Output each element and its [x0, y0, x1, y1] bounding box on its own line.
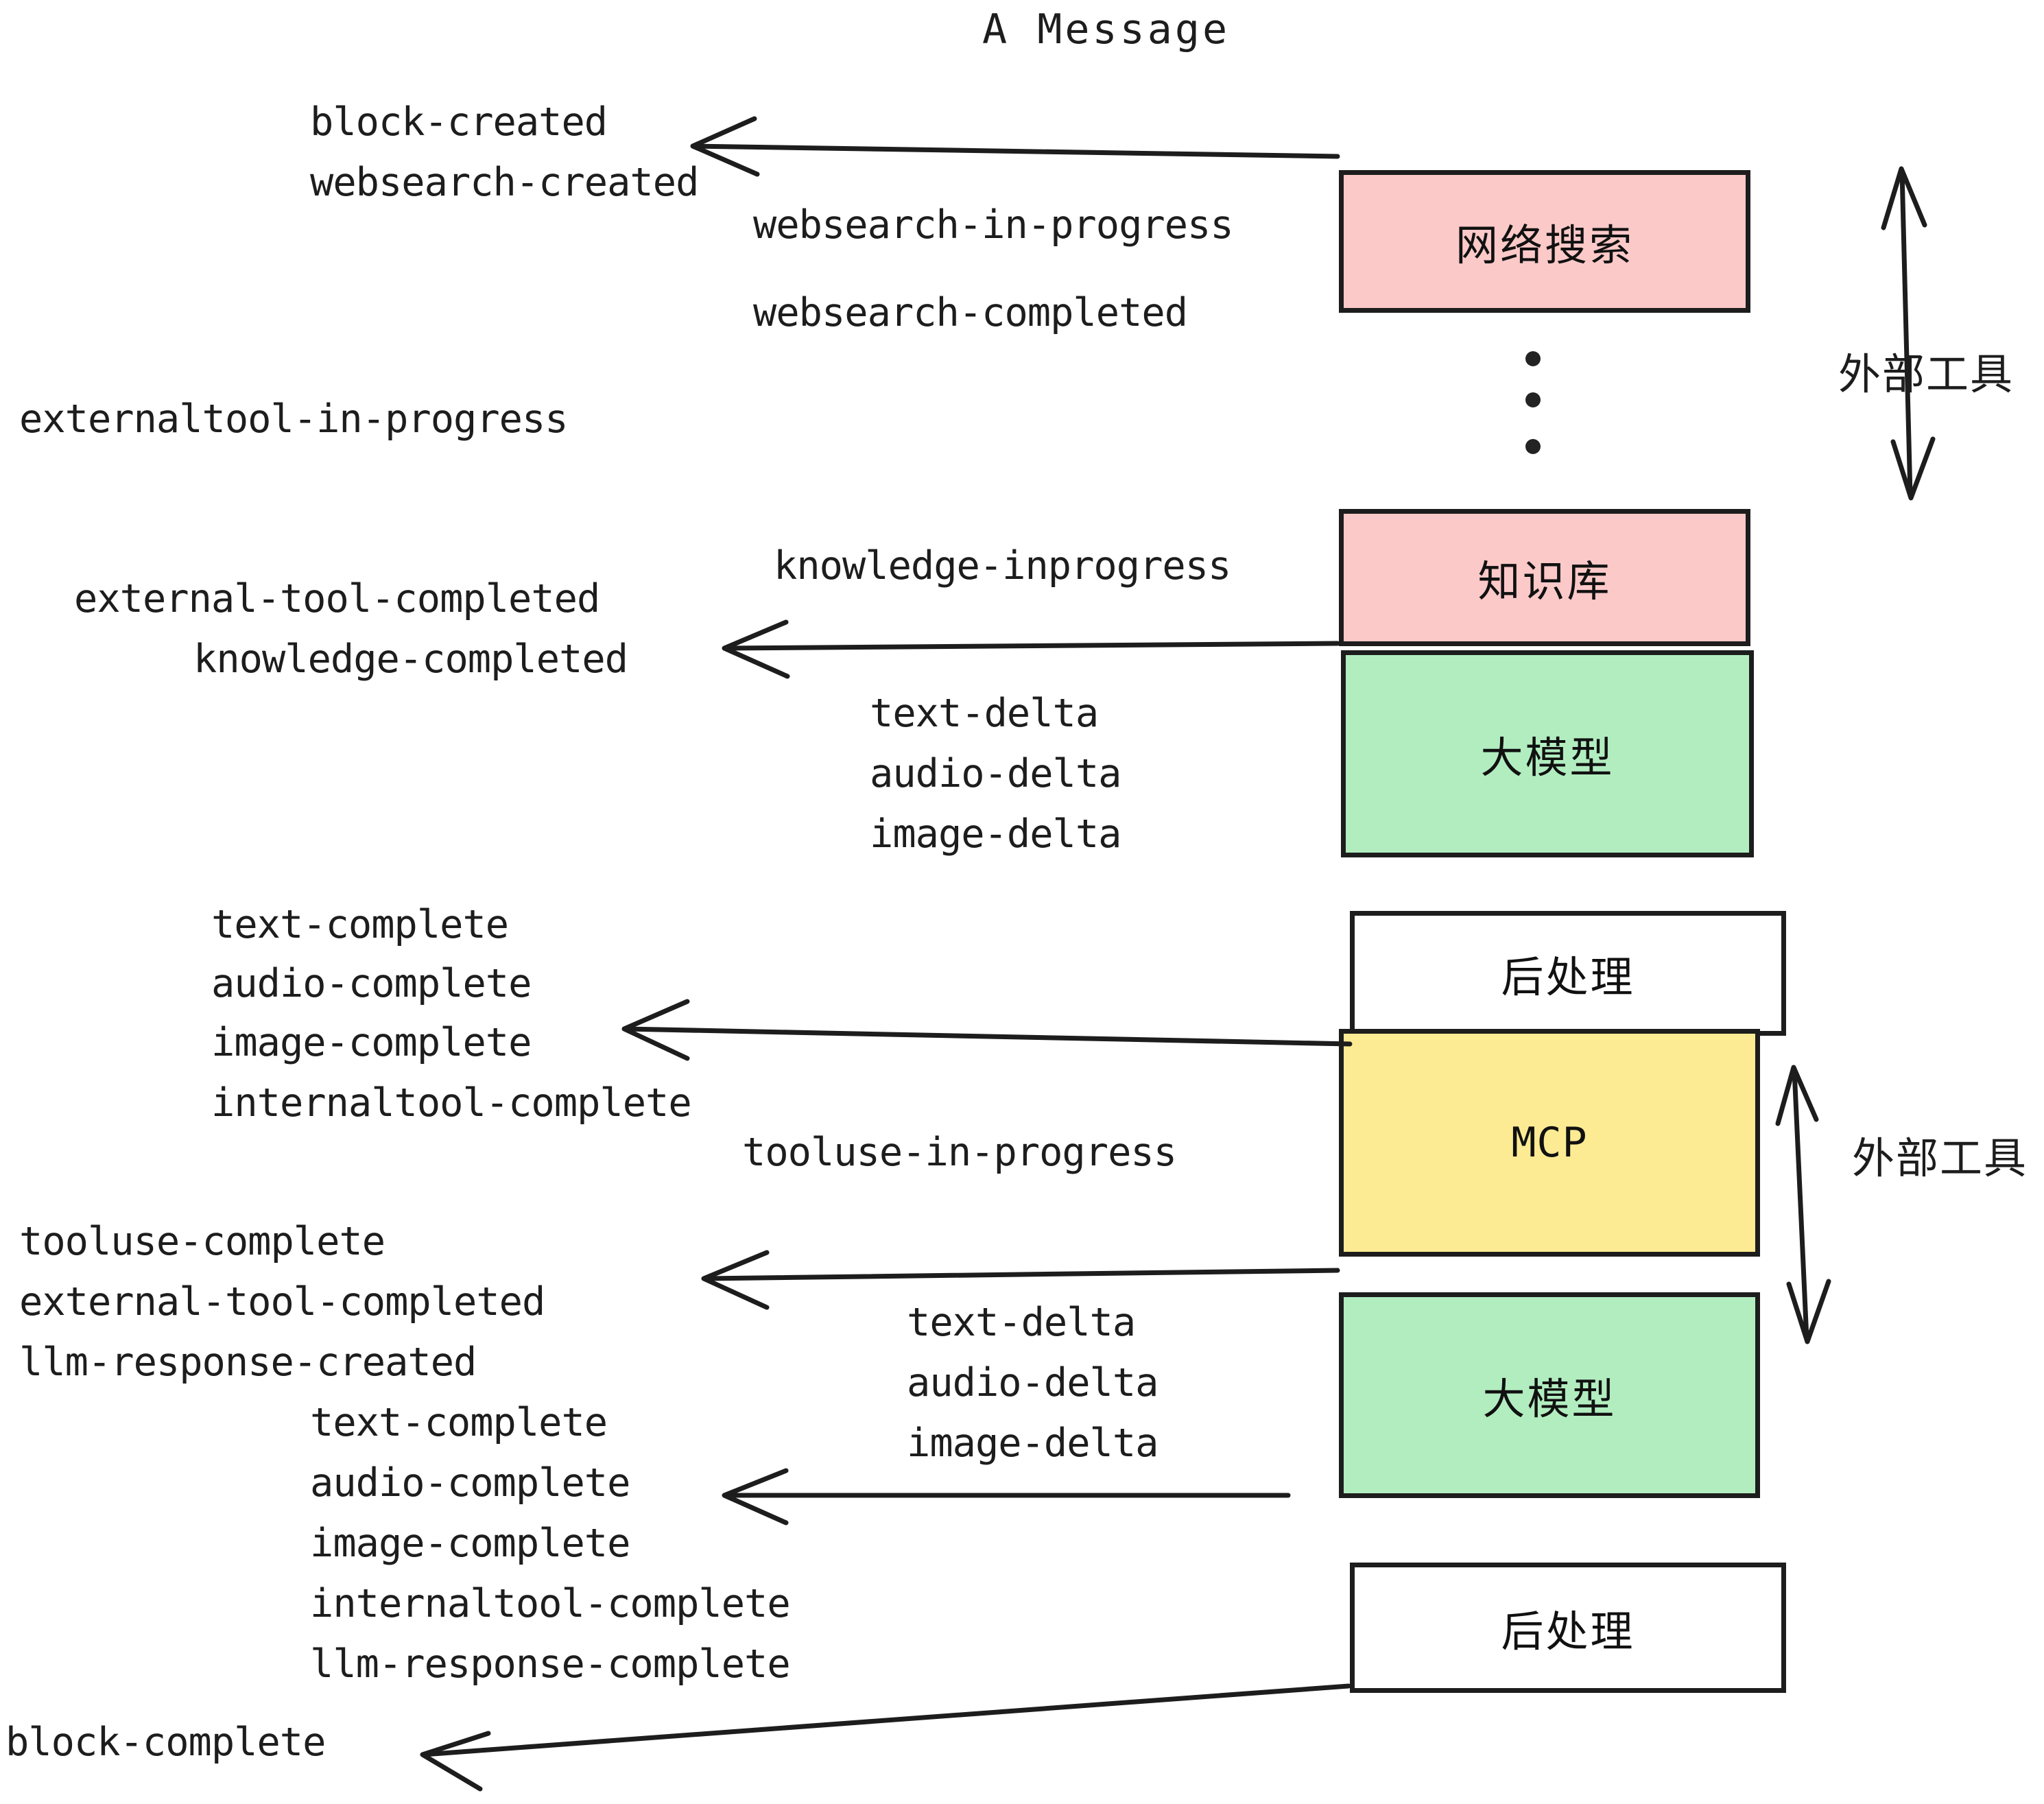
event-text-complete-1: text-complete — [211, 902, 509, 947]
box-websearch-label: 网络搜索 — [1455, 220, 1634, 270]
box-mcp[interactable]: MCP — [1339, 1029, 1760, 1257]
event-websearch-completed: websearch-completed — [753, 290, 1188, 335]
event-external-tool-completed-1: external-tool-completed — [74, 576, 600, 621]
box-postprocess-second-label: 后处理 — [1501, 1606, 1635, 1657]
event-image-delta-1: image-delta — [870, 811, 1121, 857]
ellipsis-dot-1 — [1525, 351, 1541, 366]
box-mcp-label: MCP — [1511, 1119, 1588, 1167]
event-audio-complete-1: audio-complete — [211, 961, 532, 1006]
event-text-complete-2: text-complete — [310, 1400, 608, 1445]
event-text-delta-2: text-delta — [907, 1300, 1136, 1345]
arrow-mcp-to-tooluse-complete — [701, 1250, 1340, 1310]
event-text-delta-1: text-delta — [870, 691, 1099, 736]
event-externaltool-in-progress: externaltool-in-progress — [19, 396, 569, 442]
event-external-tool-completed-2: external-tool-completed — [19, 1279, 545, 1325]
arrow-knowledge-to-knowledge-completed — [722, 619, 1340, 679]
box-knowledge[interactable]: 知识库 — [1339, 509, 1750, 646]
event-image-delta-2: image-delta — [907, 1421, 1158, 1466]
event-llm-response-created: llm-response-created — [19, 1340, 477, 1385]
event-block-created: block-created — [310, 99, 608, 145]
event-audio-complete-2: audio-complete — [310, 1460, 630, 1506]
arrow-postprocess-to-block-complete — [420, 1683, 1351, 1792]
event-audio-delta-1: audio-delta — [870, 751, 1121, 796]
ellipsis-dot-2 — [1525, 392, 1541, 407]
box-llm-second-label: 大模型 — [1482, 1374, 1617, 1424]
event-image-complete-1: image-complete — [211, 1020, 532, 1065]
box-websearch[interactable]: 网络搜索 — [1339, 170, 1750, 313]
event-websearch-created: websearch-created — [310, 160, 699, 205]
event-knowledge-completed: knowledge-completed — [193, 637, 628, 682]
ellipsis-dot-3 — [1525, 439, 1541, 454]
box-llm-first[interactable]: 大模型 — [1341, 650, 1754, 857]
box-postprocess-first-label: 后处理 — [1501, 952, 1635, 1002]
event-websearch-in-progress: websearch-in-progress — [753, 202, 1234, 248]
event-audio-delta-2: audio-delta — [907, 1360, 1158, 1405]
side-label-external-tools-bottom: 外部工具 — [1852, 1133, 2028, 1183]
side-label-external-tools-top: 外部工具 — [1838, 349, 2015, 399]
event-block-complete: block-complete — [5, 1720, 326, 1765]
double-arrow-external-tools-bottom — [1775, 1065, 1831, 1344]
double-arrow-external-tools-top — [1881, 166, 1936, 501]
event-internaltool-complete-1: internaltool-complete — [211, 1080, 692, 1126]
event-knowledge-inprogress: knowledge-inprogress — [774, 543, 1231, 589]
page-title: A Message — [982, 5, 1231, 54]
event-tooluse-in-progress: tooluse-in-progress — [742, 1130, 1177, 1175]
arrow-llm-to-audio-complete — [722, 1468, 1291, 1526]
event-llm-response-complete: llm-response-complete — [310, 1641, 791, 1687]
event-internaltool-complete-2: internaltool-complete — [310, 1581, 791, 1626]
arrow-websearch-to-block-created — [690, 116, 1340, 177]
box-llm-second[interactable]: 大模型 — [1339, 1292, 1760, 1498]
box-postprocess-first[interactable]: 后处理 — [1350, 911, 1786, 1036]
event-image-complete-2: image-complete — [310, 1521, 630, 1566]
box-knowledge-label: 知识库 — [1477, 556, 1612, 606]
box-llm-first-label: 大模型 — [1480, 733, 1615, 783]
event-tooluse-complete: tooluse-complete — [19, 1219, 385, 1264]
box-postprocess-second[interactable]: 后处理 — [1350, 1563, 1786, 1693]
arrow-postprocess-to-image-complete — [621, 999, 1353, 1061]
